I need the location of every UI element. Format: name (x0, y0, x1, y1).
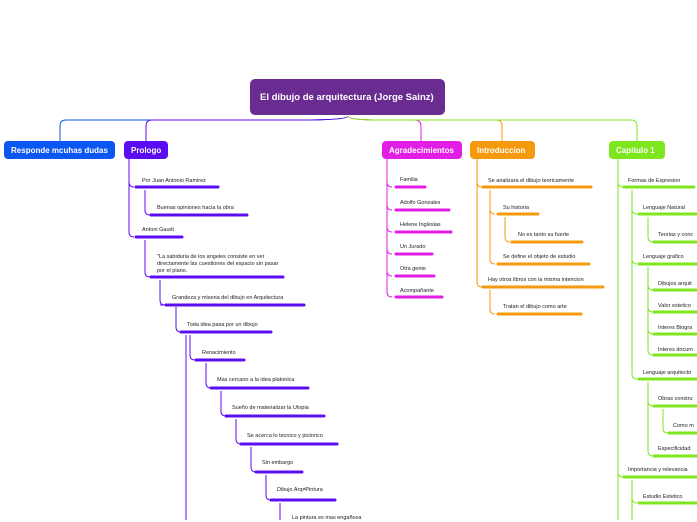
node-mas-cercano[interactable]: Mas cercano a la idea platonica (217, 377, 295, 383)
node-valor-estetico[interactable]: Valor estetico (658, 303, 691, 309)
topic-introduccion[interactable]: Introduccion (470, 141, 535, 159)
node-como-m[interactable]: Como m (673, 423, 694, 429)
node-interes-docum[interactable]: Interes docum (658, 347, 693, 353)
node-toda-idea[interactable]: Toda idea pasa por un dibujo (187, 322, 258, 328)
node-antoni-gaudi[interactable]: Antoni Gaudi (142, 227, 174, 233)
topic-agradecimientos[interactable]: Agradecimientos (382, 141, 462, 159)
node-se-acerca[interactable]: Se acerca lo tecnico y pictorico (247, 433, 323, 439)
topic-responde[interactable]: Responde mcuhas dudas (4, 141, 115, 159)
node-formas-expresion[interactable]: Formas de Expresion (628, 178, 681, 184)
topic-responde-label: Responde mcuhas dudas (11, 145, 108, 155)
node-sueno[interactable]: Sueño de materializar la Utopia (232, 405, 309, 411)
node-la-pintura[interactable]: La pintura es mas engañosa (292, 515, 362, 521)
connector-prologo (145, 115, 349, 141)
topic-prologo[interactable]: Prologo (124, 141, 168, 159)
connector-capitulo1 (347, 115, 638, 141)
node-lenguaje-natural[interactable]: Lenguaje Natural (643, 205, 685, 211)
node-adolfo[interactable]: Adolfo Gonzales (400, 200, 441, 206)
node-por-juan[interactable]: Por Juan Antonio Ramirez (142, 178, 206, 184)
topic-capitulo1-label: Capitulo 1 (616, 145, 655, 155)
node-tratan[interactable]: Tratan el dibujo como arte (503, 304, 567, 310)
node-lenguaje-arq[interactable]: Lenguaje arquitecto (643, 370, 692, 376)
node-se-analizara[interactable]: Se analizara el dibujo teoricamente (488, 178, 574, 184)
node-un-jurado[interactable]: Un Jurado (400, 244, 426, 250)
topic-prologo-label: Prologo (131, 145, 162, 155)
node-especificidad[interactable]: Especificidad (658, 446, 691, 452)
node-teorias[interactable]: Teorias y conc (658, 232, 694, 238)
node-estudio-estetico[interactable]: Estudio Estetico (643, 494, 683, 500)
node-familia[interactable]: Familia (400, 177, 418, 183)
central-topic[interactable]: El dibujo de arquitectura (Jorge Sainz) (250, 79, 445, 115)
node-lenguaje-grafico[interactable]: Lenguaje grafico (643, 254, 684, 260)
node-no-es-tanto[interactable]: No es tanto su fuerte (518, 232, 570, 238)
topic-agradecimientos-label: Agradecimientos (389, 145, 454, 155)
topic-capitulo1[interactable]: Capitulo 1 (609, 141, 665, 159)
node-su-historia[interactable]: Su historia (503, 205, 529, 211)
node-interes-biogr[interactable]: Interes Biogra (658, 325, 693, 331)
node-buenas-opiniones[interactable]: Buenas opiniones hacia la obra (157, 205, 234, 211)
node-se-define[interactable]: Se define el objeto de estudio (503, 254, 576, 260)
topic-introduccion-label: Introduccion (477, 145, 526, 155)
node-otra-gente[interactable]: Otra gente (400, 266, 426, 272)
node-dibujo-arqpintura[interactable]: Dibujo Arq≠Pintura (277, 487, 323, 493)
node-renacimiento[interactable]: Renacimiento (202, 350, 236, 356)
central-topic-label: El dibujo de arquitectura (Jorge Sainz) (260, 91, 434, 103)
node-hay-otros[interactable]: Hay otros libros con la misma intencion (488, 277, 584, 283)
node-acompanante[interactable]: Acompañante (400, 288, 434, 294)
node-dibujos-arq[interactable]: Dibujos arquit (658, 281, 692, 287)
node-sin-embargo[interactable]: Sin embargo (262, 460, 294, 466)
node-helene[interactable]: Helene Inglesias (400, 222, 441, 228)
node-importancia[interactable]: Importancia y relevancia (628, 467, 688, 473)
node-la-sabiduria[interactable]: "La sabiduria de los angeles consiste en… (157, 254, 279, 274)
node-grandeza[interactable]: Grandeza y miseria del dibujo en Arquite… (172, 295, 284, 301)
node-obras-constr[interactable]: Obras constru (658, 396, 693, 402)
